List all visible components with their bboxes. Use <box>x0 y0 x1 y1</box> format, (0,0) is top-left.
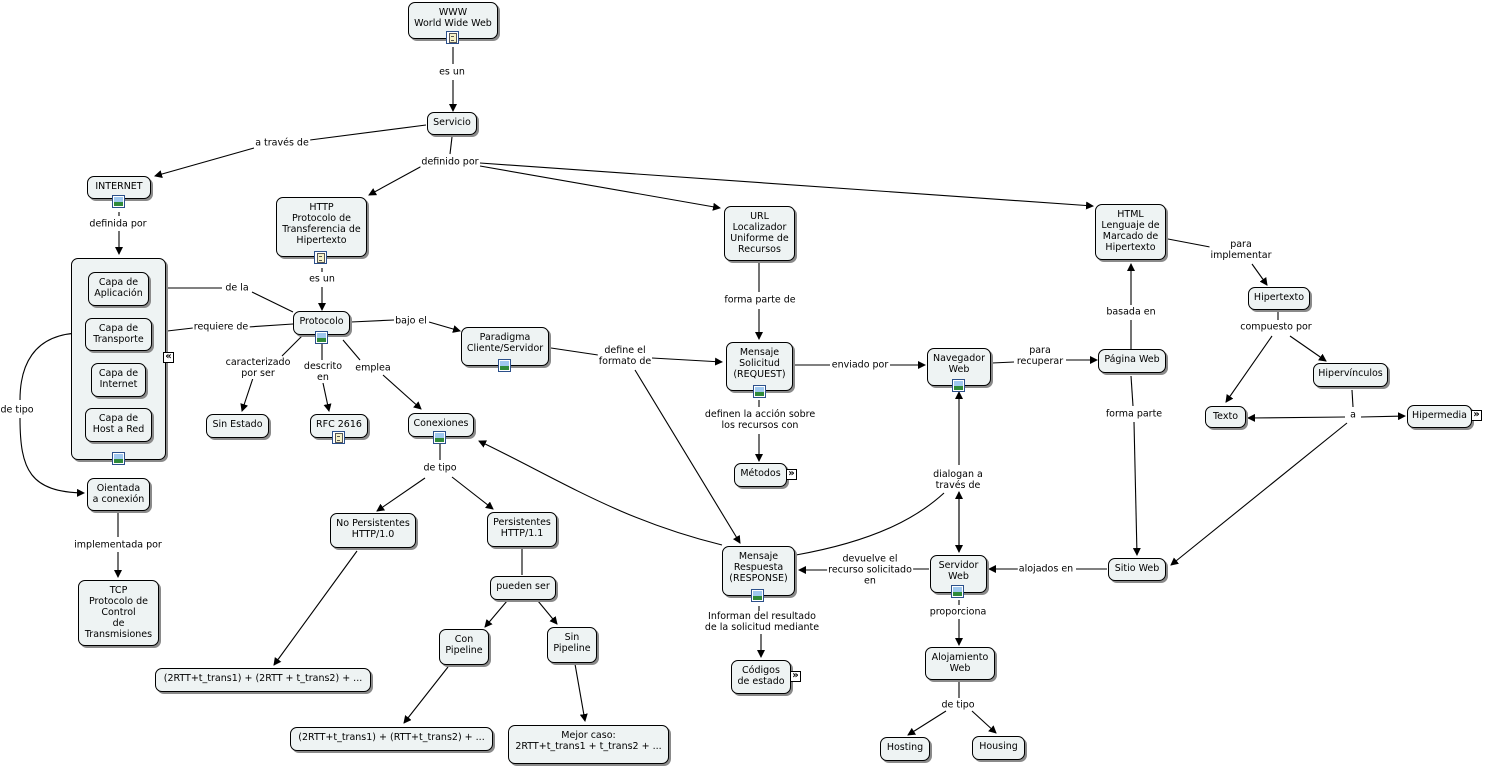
document-icon[interactable] <box>332 431 345 444</box>
node-texto[interactable]: Texto <box>1205 406 1246 428</box>
link-label-bajo-el: bajo el <box>394 315 428 327</box>
node-con-pipeline[interactable]: Con Pipeline <box>439 629 489 665</box>
image-icon[interactable] <box>753 385 766 398</box>
node-orientada[interactable]: Oientada a conexión <box>87 478 150 511</box>
node-capa-host[interactable]: Capa de Host a Red <box>85 408 152 442</box>
node-http[interactable]: HTTP Protocolo de Transferencia de Hiper… <box>276 197 367 257</box>
link-label-proporciona: proporciona <box>928 606 988 618</box>
node-sin-pipeline[interactable]: Sin Pipeline <box>547 627 597 663</box>
node-sin-estado[interactable]: Sin Estado <box>206 414 269 438</box>
node-housing[interactable]: Housing <box>972 736 1025 760</box>
node-mensaje-respuesta[interactable]: Mensaje Respuesta (RESPONSE) <box>722 546 795 596</box>
node-metodos[interactable]: Métodos <box>734 463 787 487</box>
node-servicio[interactable]: Servicio <box>427 112 477 135</box>
node-capa-transporte[interactable]: Capa de Transporte <box>85 318 152 351</box>
node-pagina-web[interactable]: Página Web <box>1098 349 1166 373</box>
node-capa-internet[interactable]: Capa de Internet <box>91 363 146 397</box>
link-label-forma-parte: forma parte <box>1104 408 1164 420</box>
node-hosting[interactable]: Hosting <box>880 737 930 761</box>
link-label-definido-por: definido por <box>420 156 480 168</box>
link-label-dialogan: dialogan a través de <box>932 469 984 491</box>
link-label-de-la: de la <box>224 282 250 294</box>
link-label-alojados-en: alojados en <box>1017 563 1075 575</box>
expand-icon[interactable]: » <box>790 671 801 682</box>
image-icon[interactable] <box>112 452 125 465</box>
node-formula-no-persistentes[interactable]: (2RTT+t_trans1) + (2RTT + t_trans2) + ..… <box>155 668 371 692</box>
image-icon[interactable] <box>751 589 764 602</box>
link-label-caracterizado: caracterizado por ser <box>224 357 292 379</box>
link-label-emplea: emplea <box>354 362 392 374</box>
link-label-para-recuperar: para recuperar <box>1015 345 1065 367</box>
node-url[interactable]: URL Localizador Uniforme de Recursos <box>724 206 795 261</box>
image-icon[interactable] <box>433 431 446 444</box>
node-hipermedia[interactable]: Hipermedia <box>1407 405 1472 428</box>
node-mejor-caso[interactable]: Mejor caso: 2RTT+t_trans1 + t_trans2 + .… <box>508 725 669 764</box>
node-html[interactable]: HTML Lenguaje de Marcado de Hipertexto <box>1095 204 1166 260</box>
image-icon[interactable] <box>952 379 965 392</box>
link-label-de-tipo: de tipo <box>940 699 976 711</box>
node-navegador[interactable]: Navegador Web <box>927 348 991 386</box>
link-label-es-un: es un <box>308 273 336 285</box>
expand-icon[interactable]: » <box>1471 410 1482 421</box>
link-label-a: a <box>1349 409 1357 421</box>
link-label-define-formato: define el formato de <box>597 345 653 367</box>
collapse-icon[interactable]: « <box>163 352 174 363</box>
node-pueden-ser[interactable]: pueden ser <box>490 576 556 600</box>
node-no-persistentes[interactable]: No Persistentes HTTP/1.0 <box>330 513 416 548</box>
node-tcp[interactable]: TCP Protocolo de Control de Transmisione… <box>78 580 159 646</box>
node-capa-aplicacion[interactable]: Capa de Aplicación <box>88 272 149 306</box>
link-label-definen-accion: definen la acción sobre los recursos con <box>703 409 817 431</box>
link-label-enviado-por: enviado por <box>830 359 890 371</box>
node-alojamiento[interactable]: Alojamiento Web <box>925 647 995 680</box>
image-icon[interactable] <box>951 585 964 598</box>
link-label-definida-por: definida por <box>88 218 148 230</box>
node-hipertexto[interactable]: Hipertexto <box>1248 287 1310 310</box>
link-label-devuelve: devuelve el recurso solicitado en <box>827 553 913 587</box>
link-label-basada-en: basada en <box>1105 306 1157 318</box>
link-label-descrito-en: descrito en <box>302 361 344 383</box>
link-label-requiere-de: requiere de <box>192 321 250 333</box>
link-label-a-traves-de: a través de <box>254 137 310 149</box>
node-formula-con-pipeline[interactable]: (2RTT+t_trans1) + (RTT+t_trans2) + ... <box>290 727 493 751</box>
document-icon[interactable] <box>446 31 459 44</box>
link-label-de-tipo: de tipo <box>422 462 458 474</box>
node-persistentes[interactable]: Persistentes HTTP/1.1 <box>487 512 557 547</box>
node-servidor[interactable]: Servidor Web <box>930 555 987 593</box>
link-label-para-implementar: para implementar <box>1209 239 1273 261</box>
document-icon[interactable] <box>314 251 327 264</box>
node-mensaje-solicitud[interactable]: Mensaje Solicitud (REQUEST) <box>726 342 793 391</box>
node-sitio-web[interactable]: Sitio Web <box>1108 558 1166 581</box>
link-label-es-un: es un <box>438 66 466 78</box>
link-label-compuesto-por: compuesto por <box>1239 321 1313 333</box>
node-hipervinculos[interactable]: Hipervínculos <box>1313 363 1388 387</box>
link-label-de-tipo: de tipo <box>0 404 35 416</box>
image-icon[interactable] <box>498 359 511 372</box>
link-label-informan: Informan del resultado de la solicitud m… <box>703 611 821 633</box>
link-label-implementada-por: implementada por <box>73 539 163 551</box>
image-icon[interactable] <box>315 331 328 344</box>
image-icon[interactable] <box>112 195 125 208</box>
node-codigos[interactable]: Códigos de estado <box>731 660 791 694</box>
expand-icon[interactable]: » <box>786 469 797 480</box>
link-label-forma-parte-de: forma parte de <box>723 294 797 306</box>
